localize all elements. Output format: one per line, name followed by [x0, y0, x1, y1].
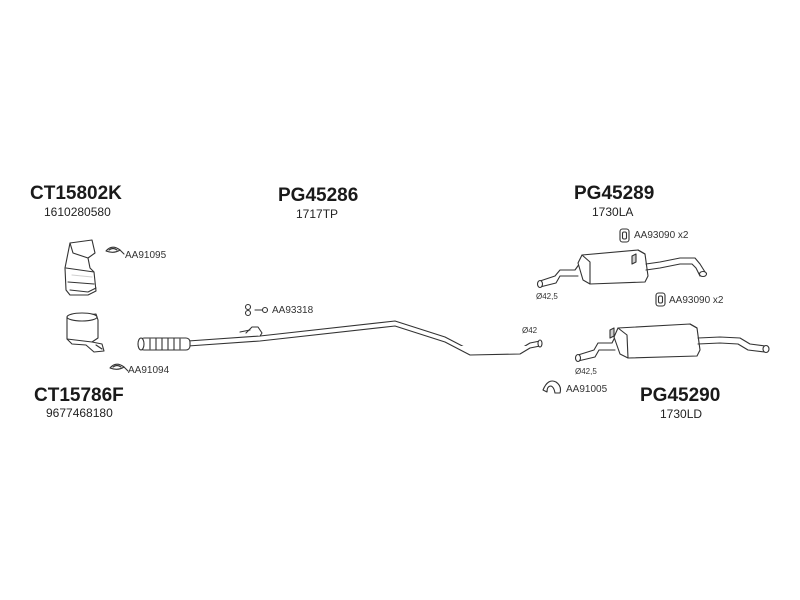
- part-code-pg45286: PG45286: [278, 185, 359, 206]
- intermediate-pipe-pg45286[interactable]: [137, 320, 543, 356]
- fitting-label-aa93090-bottom: AA93090 x2: [669, 295, 724, 306]
- oe-number-pg45286: 1717TP: [296, 207, 339, 221]
- clamp-aa91095-icon: [105, 246, 125, 255]
- diameter-mid-pipe: Ø42: [522, 326, 538, 335]
- clamp-aa91094-icon: [109, 363, 129, 372]
- hanger-aa93318-icon: [244, 303, 269, 317]
- rear-silencer-pg45290[interactable]: [574, 323, 770, 363]
- part-code-ct15802k: CT15802K: [30, 183, 122, 204]
- oe-number-pg45290: 1730LD: [660, 407, 703, 421]
- catalytic-converter-ct15802k[interactable]: [64, 239, 97, 296]
- fitting-label-aa91094: AA91094: [128, 365, 170, 376]
- part-code-pg45289: PG45289: [574, 183, 655, 204]
- oe-number-pg45289: 1730LA: [592, 205, 634, 219]
- catalytic-converter-ct15786f[interactable]: [66, 312, 105, 353]
- diameter-rear-bottom: Ø42,5: [575, 367, 597, 376]
- oe-number-ct15786f: 9677468180: [46, 406, 113, 420]
- fitting-label-aa91005: AA91005: [566, 384, 608, 395]
- part-code-pg45290: PG45290: [640, 385, 721, 406]
- rubber-mount-top-icon: [619, 228, 630, 243]
- clamp-aa91005-icon: [542, 380, 562, 394]
- fitting-label-aa93318: AA93318: [272, 305, 314, 316]
- rubber-mount-bottom-icon: [655, 292, 666, 307]
- diameter-rear-top: Ø42,5: [536, 292, 558, 301]
- part-code-ct15786f: CT15786F: [34, 385, 124, 406]
- oe-number-ct15802k: 1610280580: [44, 205, 111, 219]
- fitting-label-aa93090-top: AA93090 x2: [634, 230, 689, 241]
- fitting-label-aa91095: AA91095: [125, 250, 167, 261]
- rear-silencer-pg45289[interactable]: [536, 249, 708, 289]
